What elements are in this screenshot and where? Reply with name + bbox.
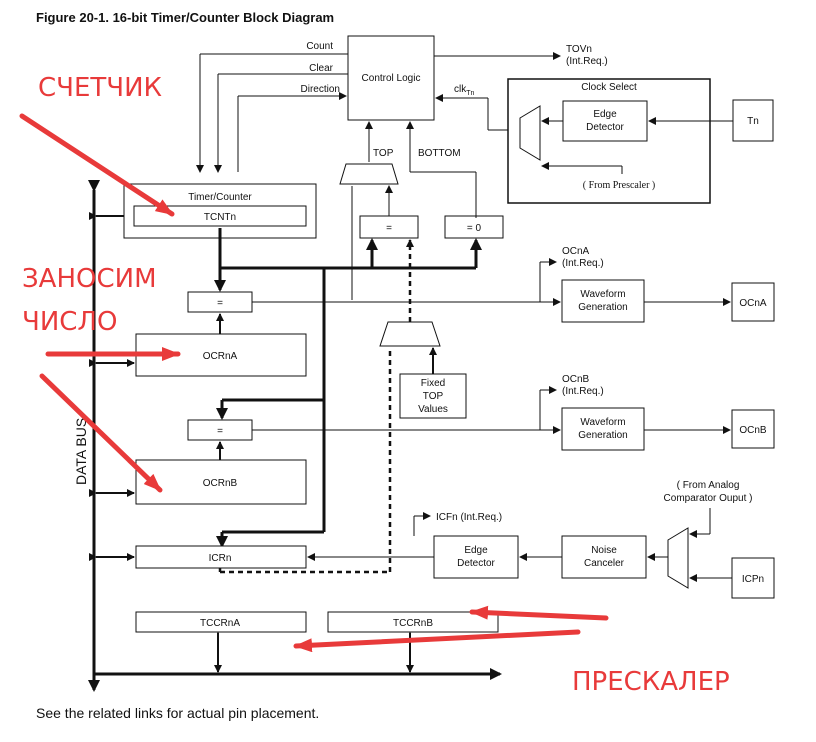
ocrna-label: OCRnA	[203, 351, 238, 362]
tccrnb-label: TCCRnB	[393, 618, 433, 629]
tcntn-label: TCNTn	[204, 212, 236, 223]
icpn-pin	[731, 557, 775, 599]
edge-detector-top-label-2: Detector	[586, 122, 624, 133]
tccrna-label: TCCRnA	[200, 618, 240, 629]
ocrnb-label: OCRnB	[203, 478, 238, 489]
icfn-label: ICFn (Int.Req.)	[436, 512, 502, 523]
tccrna-register	[135, 611, 307, 633]
control-logic-label: Control Logic	[362, 73, 421, 84]
counter-bus	[214, 228, 482, 548]
noise-canceler-label-2: Canceler	[584, 558, 625, 569]
waveform-a-block	[561, 279, 645, 323]
clock-select-label: Clock Select	[581, 82, 637, 93]
count-label: Count	[306, 41, 333, 52]
tccrnb-register	[327, 611, 499, 633]
top-label: TOP	[373, 148, 394, 159]
compare-a-lines	[216, 258, 731, 334]
clear-label: Clear	[309, 63, 334, 74]
clock-select-block	[507, 78, 711, 204]
annotation-arrow-ocrnb	[39, 373, 163, 493]
fixed-top-mux	[379, 321, 441, 347]
edge-detector-ic-label-2: Detector	[457, 558, 495, 569]
ocnb-intreq-label-2: (Int.Req.)	[562, 386, 604, 397]
edge-detector-ic-label-1: Edge	[464, 545, 488, 556]
fixed-top-label-3: Values	[418, 404, 448, 415]
from-prescaler-label: ( From Prescaler )	[583, 180, 655, 191]
top-source-dashed-lines	[218, 239, 414, 574]
annotation-prescaler: ПРЕСКАЛЕР	[572, 667, 730, 697]
edge-detector-top-block	[562, 100, 648, 142]
input-capture-lines	[307, 508, 732, 582]
tn-label: Tn	[747, 116, 759, 127]
bottom-label: BOTTOM	[418, 148, 461, 159]
waveform-b-label-1: Waveform	[580, 417, 625, 428]
footer-note: See the related links for actual pin pla…	[36, 705, 319, 721]
clock-select-lines	[541, 117, 733, 174]
compare-b-label: =	[217, 426, 223, 437]
tcntn-register	[133, 205, 307, 227]
icpn-label: ICPn	[742, 574, 764, 585]
tovn-label: TOVn	[566, 44, 592, 55]
noise-canceler-block	[561, 535, 647, 579]
waveform-b-block	[561, 407, 645, 451]
icrn-label: ICRn	[209, 553, 232, 564]
annotation-arrow-counter	[19, 113, 175, 217]
annotation-load-2: ЧИСЛО	[22, 307, 117, 337]
edge-detector-top-label-1: Edge	[593, 109, 617, 120]
annotation-arrow-tccrna	[293, 629, 581, 653]
tn-pin	[732, 99, 774, 142]
compare-b-lines	[216, 386, 731, 460]
waveform-a-label-2: Generation	[578, 302, 627, 313]
ocna-pin-label: OCnA	[739, 298, 767, 309]
compare-a-label: =	[217, 298, 223, 309]
analog-comparator-label-2: Comparator Ouput )	[664, 493, 753, 504]
annotation-arrow-tccrnb	[469, 605, 609, 621]
icrn-register	[135, 545, 307, 569]
waveform-a-label-1: Waveform	[580, 289, 625, 300]
input-capture-mux	[667, 527, 689, 589]
waveform-b-label-2: Generation	[578, 430, 627, 441]
timer-counter-label: Timer/Counter	[188, 192, 252, 203]
annotation-counter: СЧЕТЧИК	[38, 73, 162, 103]
fixed-top-values-block	[399, 373, 467, 419]
ocnb-pin	[731, 409, 775, 449]
fixed-top-label-2: TOP	[423, 391, 444, 402]
ocna-pin	[731, 282, 775, 322]
clock-mux	[519, 105, 541, 161]
annotation-load-1: ЗАНОСИМ	[22, 264, 157, 294]
figure-title: Figure 20-1. 16-bit Timer/Counter Block …	[36, 10, 334, 25]
ocnb-intreq-label-1: OCnB	[562, 374, 590, 385]
ocna-intreq-label-1: OCnA	[562, 246, 590, 257]
ocna-intreq-label-2: (Int.Req.)	[562, 258, 604, 269]
analog-comparator-label-1: ( From Analog	[677, 480, 740, 491]
edge-detector-ic-block	[433, 535, 519, 579]
direction-label: Direction	[301, 84, 340, 95]
clk-label: clkTn	[454, 84, 475, 97]
ocnb-pin-label: OCnB	[739, 425, 767, 436]
top-compare-lines	[351, 185, 477, 300]
control-logic-block	[347, 35, 435, 121]
tovn-intreq-label: (Int.Req.)	[566, 56, 608, 67]
top-compare-label: =	[386, 223, 392, 234]
zero-compare-label: = 0	[467, 223, 482, 234]
fixed-top-label-1: Fixed	[421, 378, 445, 389]
noise-canceler-label-1: Noise	[591, 545, 617, 556]
top-mux	[339, 163, 399, 185]
ocrnb-register	[135, 459, 307, 505]
data-bus-label: DATA BUS	[73, 418, 89, 485]
data-bus	[88, 180, 502, 692]
control-lines	[196, 52, 561, 218]
annotation-arrows	[19, 113, 609, 653]
